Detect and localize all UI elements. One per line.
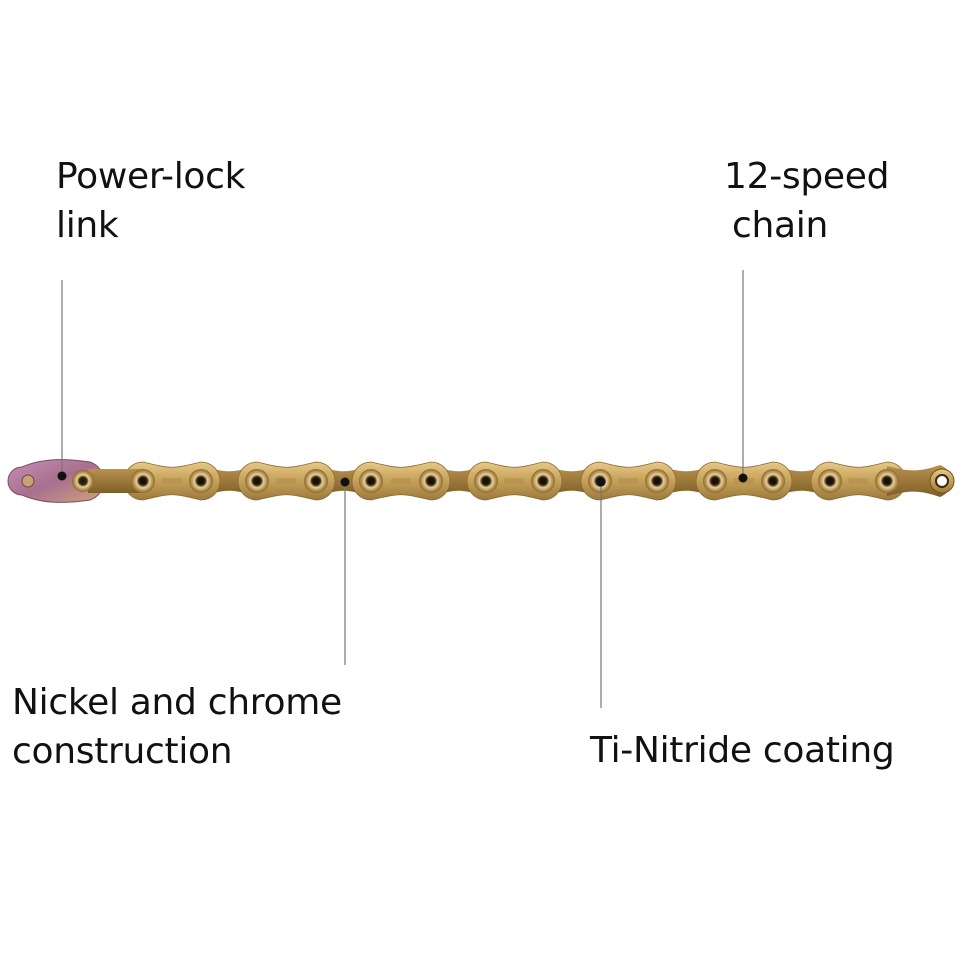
- nickel-leader-dot: [340, 477, 350, 487]
- speed-label-line-2: chain: [732, 205, 828, 246]
- chain-pin-hole: [826, 477, 834, 485]
- chain-pin-hole: [312, 477, 320, 485]
- plate-engraving: [162, 478, 182, 484]
- bicycle-chain: [7, 459, 955, 503]
- chain-pin-hole: [427, 477, 435, 485]
- coating-leader-dot: [596, 477, 606, 487]
- chain-pin-hole: [539, 477, 547, 485]
- end-link-hole: [935, 474, 949, 488]
- nickel-label-line-2: construction: [12, 731, 233, 772]
- power-lock-pin: [72, 470, 94, 492]
- callout-leaders: [57, 270, 748, 708]
- speed-label-line-1: 12-speed: [724, 156, 890, 197]
- chain-pin-hole: [482, 477, 490, 485]
- chain-pin-hole: [197, 477, 205, 485]
- coating-label-line-1: Ti-Nitride coating: [590, 730, 895, 771]
- nickel-chrome-label: Nickel and chrome construction: [12, 678, 342, 776]
- plate-engraving: [504, 478, 525, 484]
- power-lock-link-label: Power-lock link: [56, 152, 246, 250]
- power-lock-label-line-1: Power-lock: [56, 156, 246, 197]
- chain-pin-hole: [769, 477, 777, 485]
- chain-pin-hole: [253, 477, 261, 485]
- plate-engraving: [391, 478, 411, 484]
- plate-engraving: [276, 478, 297, 484]
- chain-pin-hole: [711, 477, 719, 485]
- chain-pin-hole: [367, 477, 375, 485]
- power-lock-leader-dot: [57, 471, 67, 481]
- speed-leader-dot: [738, 473, 748, 483]
- chain-pin-hole: [139, 477, 147, 485]
- power-lock-plate: [7, 459, 105, 503]
- power-lock-label-line-2: link: [56, 205, 119, 246]
- chain-pin-hole: [883, 477, 891, 485]
- chain-pin-hole: [653, 477, 661, 485]
- speed-chain-label: 12-speed chain: [724, 152, 889, 250]
- plate-engraving: [618, 478, 639, 484]
- nickel-label-line-1: Nickel and chrome: [12, 682, 342, 723]
- plate-engraving: [848, 478, 869, 484]
- ti-nitride-coating-label: Ti-Nitride coating: [590, 726, 895, 775]
- power-lock-pin-small: [21, 474, 35, 488]
